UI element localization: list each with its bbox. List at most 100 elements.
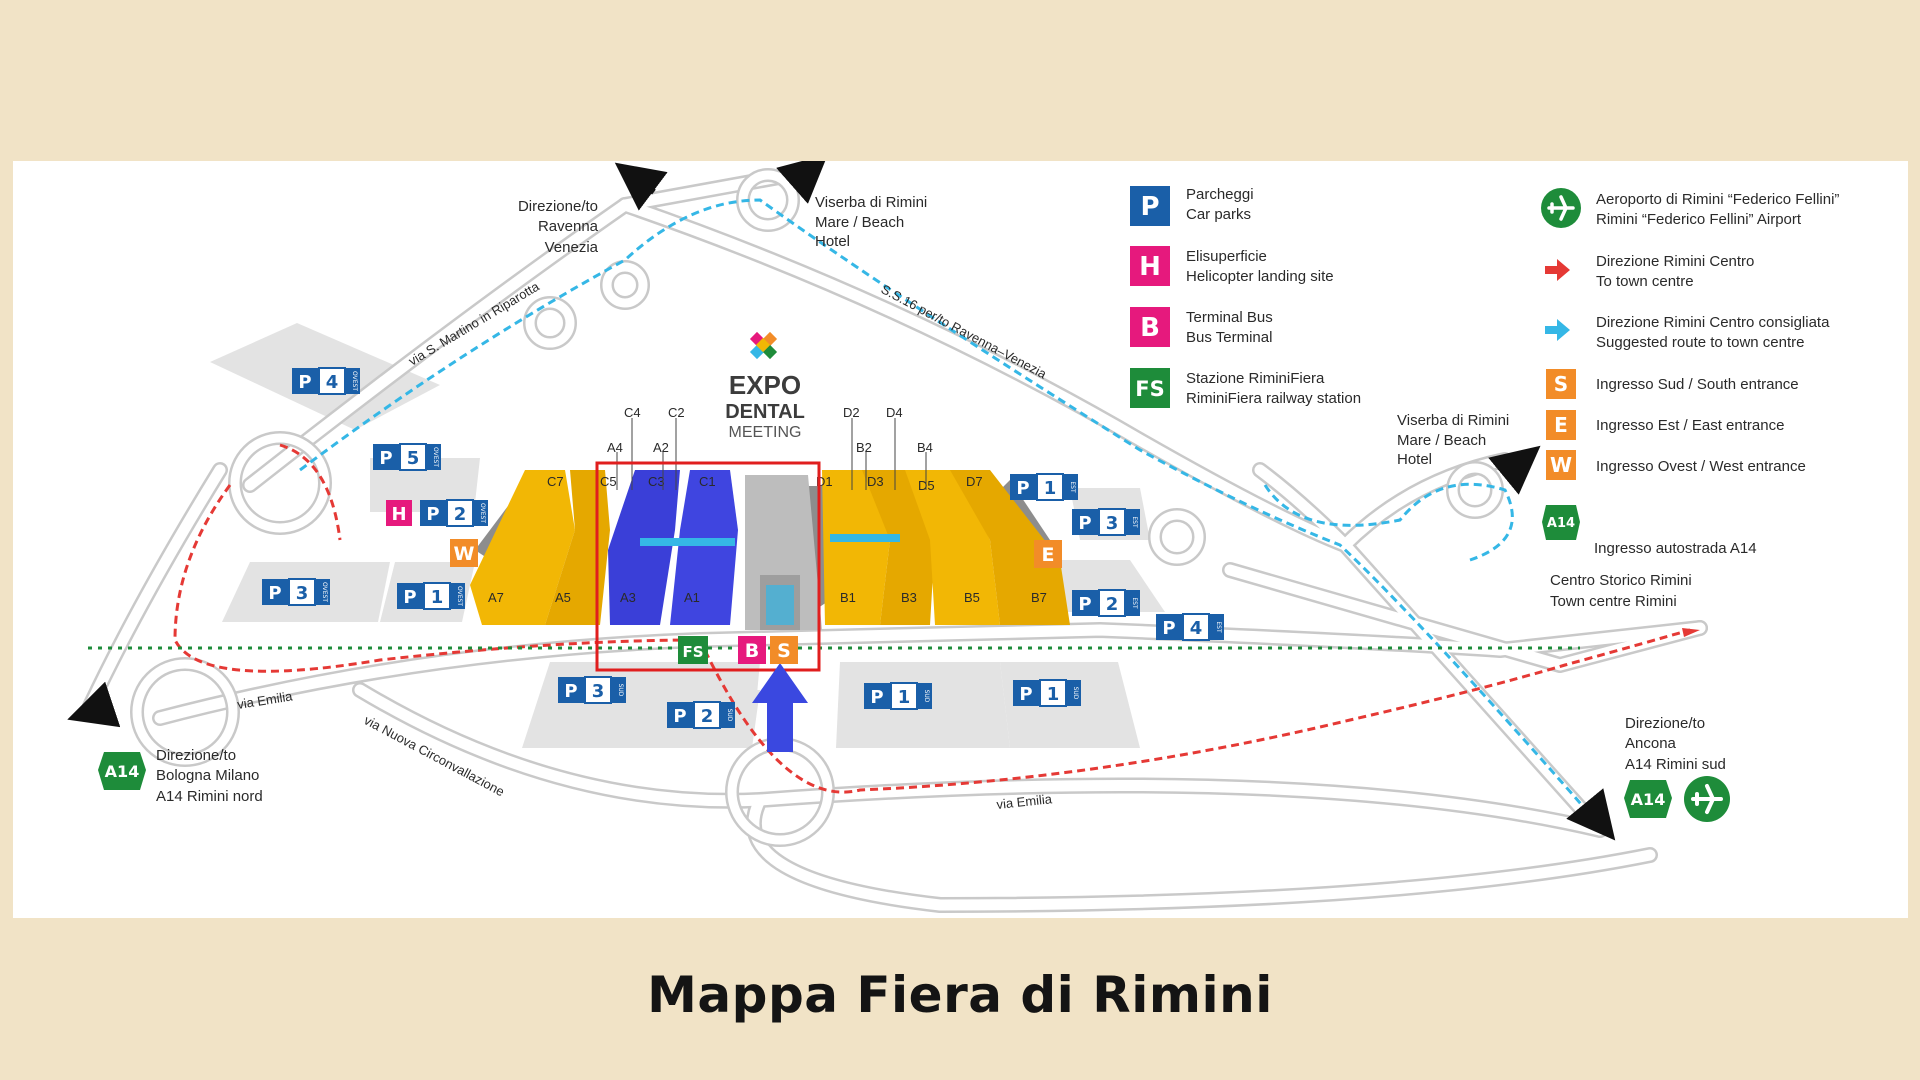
page-caption: Mappa Fiera di Rimini bbox=[647, 966, 1273, 1024]
parking-badge-p2-sud: P 2 SUD bbox=[667, 701, 735, 729]
svg-text:Suggested route to town centre: Suggested route to town centre bbox=[1596, 334, 1804, 351]
label-san-martino: via S. Martino in Riparotta bbox=[406, 278, 543, 368]
svg-text:P: P bbox=[1016, 478, 1029, 499]
hall-label-c1: C1 bbox=[699, 474, 716, 489]
parking-badge-p1-ovest: P 1 OVEST bbox=[397, 582, 465, 610]
hall-d5-b5 bbox=[905, 470, 1000, 625]
south-icon: S bbox=[1554, 372, 1568, 396]
label-centro-2: Town centre Rimini bbox=[1550, 593, 1677, 610]
parking-badge-p3-est: P 3 EST bbox=[1072, 508, 1140, 536]
legend-item-a14: A14 Ingresso autostrada A14 bbox=[1542, 505, 1757, 557]
map-badges: P 4 OVEST P 5 OVEST H P 2 OVEST bbox=[98, 367, 1730, 822]
legend-item-station: FS Stazione RiminiFiera RiminiFiera rail… bbox=[1130, 368, 1361, 408]
parking-badge-p1-est: P 1 EST bbox=[1010, 473, 1078, 501]
hall-label-a4: A4 bbox=[607, 440, 623, 455]
parking-badge-p5-ovest: P 5 OVEST bbox=[373, 443, 441, 471]
route-red-dashed bbox=[173, 484, 1691, 794]
svg-text:OVEST: OVEST bbox=[479, 503, 486, 523]
svg-text:Rimini “Federico Fellini” Airp: Rimini “Federico Fellini” Airport bbox=[1596, 211, 1802, 228]
parking-badge-p1-sud-a: P 1 SUD bbox=[864, 682, 932, 710]
svg-text:P: P bbox=[1019, 684, 1032, 705]
south-entrance-badge: S bbox=[770, 636, 798, 664]
heli-badge: H bbox=[386, 500, 412, 526]
route-cyan-dashed bbox=[299, 198, 1597, 821]
svg-text:A14: A14 bbox=[105, 762, 140, 781]
parking-icon: P bbox=[1140, 192, 1159, 222]
arrow-centro-icon bbox=[1682, 628, 1700, 637]
red-arrow-icon bbox=[1545, 259, 1570, 281]
svg-text:P: P bbox=[403, 587, 416, 608]
svg-text:Stazione RiminiFiera: Stazione RiminiFiera bbox=[1186, 370, 1325, 387]
label-ravenna-2: Ravenna bbox=[538, 218, 599, 235]
svg-text:Direzione Rimini Centro: Direzione Rimini Centro bbox=[1596, 253, 1754, 270]
svg-text:FS: FS bbox=[682, 643, 703, 661]
svg-text:P: P bbox=[673, 706, 686, 727]
hall-label-d4: D4 bbox=[886, 405, 903, 420]
label-bologna-2: Bologna Milano bbox=[156, 767, 259, 784]
hall-label-b7: B7 bbox=[1031, 590, 1047, 605]
exhibition-halls bbox=[470, 470, 1070, 630]
road-exit-arrows bbox=[67, 161, 1616, 841]
hall-label-b5: B5 bbox=[964, 590, 980, 605]
svg-text:SUD: SUD bbox=[923, 690, 930, 703]
hall-label-d3: D3 bbox=[867, 474, 884, 489]
airplane-icon bbox=[1547, 195, 1575, 221]
logo-expo: EXPO bbox=[729, 370, 801, 400]
arrow-viserba-icon bbox=[776, 161, 828, 204]
fs-station-badge: FS bbox=[678, 636, 708, 664]
svg-text:Bus Terminal: Bus Terminal bbox=[1186, 329, 1272, 346]
svg-text:P: P bbox=[268, 583, 281, 604]
hall-label-c5: C5 bbox=[600, 474, 617, 489]
svg-text:H: H bbox=[391, 504, 406, 525]
legend-item-cyan-route: Direzione Rimini Centro consigliata Sugg… bbox=[1545, 314, 1830, 351]
svg-text:5: 5 bbox=[407, 448, 420, 469]
svg-text:Ingresso Est / East entrance: Ingresso Est / East entrance bbox=[1596, 417, 1784, 434]
svg-text:OVEST: OVEST bbox=[432, 447, 439, 467]
parking-badge-p4-est: P 4 EST bbox=[1156, 613, 1224, 641]
hall-label-c3: C3 bbox=[648, 474, 665, 489]
west-entrance-badge: W bbox=[450, 539, 478, 567]
parking-badge-p2-est: P 2 EST bbox=[1072, 589, 1140, 617]
svg-text:P: P bbox=[564, 681, 577, 702]
svg-text:RiminiFiera railway station: RiminiFiera railway station bbox=[1186, 390, 1361, 407]
svg-text:P: P bbox=[1078, 513, 1091, 534]
svg-text:W: W bbox=[454, 543, 475, 565]
hall-c7-a7 bbox=[470, 470, 575, 625]
expo-dental-logo: EXPO DENTAL MEETING bbox=[725, 331, 805, 441]
parking-badge-p1-sud-b: P 1 SUD bbox=[1013, 679, 1081, 707]
svg-text:EST: EST bbox=[1131, 597, 1138, 609]
svg-text:1: 1 bbox=[898, 687, 911, 708]
svg-text:EST: EST bbox=[1131, 516, 1138, 528]
hall-label-c2: C2 bbox=[668, 405, 685, 420]
svg-text:Elisuperficie: Elisuperficie bbox=[1186, 248, 1267, 265]
label-viserba-top-3: Hotel bbox=[815, 233, 850, 250]
svg-text:SUD: SUD bbox=[617, 684, 624, 697]
label-viserba-right-3: Hotel bbox=[1397, 451, 1432, 468]
parking-area-p5 bbox=[370, 458, 480, 512]
svg-text:P: P bbox=[1162, 618, 1175, 639]
svg-text:2: 2 bbox=[701, 706, 714, 727]
a14-icon: A14 bbox=[1547, 516, 1575, 531]
svg-text:3: 3 bbox=[592, 681, 605, 702]
label-bologna-1: Direzione/to bbox=[156, 747, 236, 764]
arrow-viserba-right-icon bbox=[1488, 445, 1541, 495]
svg-text:E: E bbox=[1042, 544, 1055, 566]
legend-left: P Parcheggi Car parks H Elisuperficie He… bbox=[1130, 186, 1361, 408]
svg-text:Direzione Rimini Centro consig: Direzione Rimini Centro consigliata bbox=[1596, 314, 1830, 331]
svg-text:Aeroporto di Rimini “Federico: Aeroporto di Rimini “Federico Fellini” bbox=[1596, 191, 1839, 208]
hall-label-a3: A3 bbox=[620, 590, 636, 605]
hall-label-b2: B2 bbox=[856, 440, 872, 455]
svg-text:4: 4 bbox=[326, 372, 339, 393]
hall-label-a7: A7 bbox=[488, 590, 504, 605]
label-bologna-3: A14 Rimini nord bbox=[156, 788, 263, 805]
legend-item-heli: H Elisuperficie Helicopter landing site bbox=[1130, 246, 1334, 286]
a14-ancona-badge: A14 bbox=[1624, 780, 1672, 818]
svg-text:Ingresso Ovest / West entrance: Ingresso Ovest / West entrance bbox=[1596, 458, 1806, 475]
legend-item-east: E Ingresso Est / East entrance bbox=[1546, 410, 1784, 440]
fair-map: C7 C5 C3 C1 D1 D3 D5 D7 A7 A5 A3 A1 B1 B… bbox=[67, 161, 1839, 913]
hall-label-a5: A5 bbox=[555, 590, 571, 605]
label-ancona-1: Direzione/to bbox=[1625, 715, 1705, 732]
legend-right: Aeroporto di Rimini “Federico Fellini” R… bbox=[1541, 188, 1839, 557]
svg-text:3: 3 bbox=[296, 583, 309, 604]
arrow-ravenna-icon bbox=[614, 162, 668, 211]
